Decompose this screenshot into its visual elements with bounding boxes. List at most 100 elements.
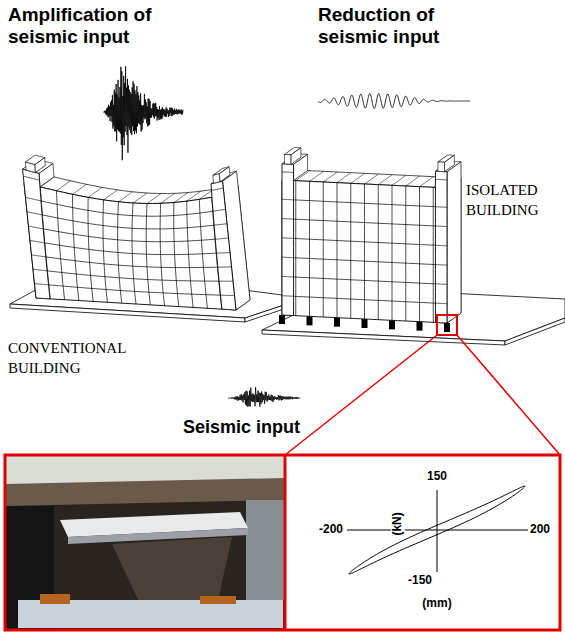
isolated-building	[337, 173, 351, 183]
seismic-wave	[318, 94, 470, 109]
conventional-building	[187, 201, 193, 307]
conventional-building	[25, 162, 35, 172]
conventional-building	[29, 226, 44, 229]
panel-heading: Amplification of seismic input	[8, 4, 160, 48]
isolated-building	[282, 295, 294, 297]
conventional-building	[26, 197, 226, 216]
conventional-building	[218, 266, 232, 267]
hysteresis-loop	[349, 486, 525, 574]
isolated-building	[392, 175, 406, 185]
isolated-building	[282, 276, 294, 278]
isolated-building	[406, 176, 420, 186]
isolated-building	[420, 177, 434, 187]
conventional-building	[174, 203, 179, 307]
conventional-building	[23, 176, 39, 180]
isolated-building	[282, 199, 294, 201]
leader-line	[285, 335, 437, 455]
photo-frame	[246, 500, 285, 600]
seismic-wave	[103, 66, 183, 160]
bearing-base	[40, 594, 70, 604]
photo-ground	[6, 456, 285, 629]
conventional-building	[216, 252, 230, 254]
conventional-building	[72, 184, 86, 194]
conventional-building	[211, 181, 236, 310]
conventional-building	[26, 197, 42, 201]
isolator	[307, 316, 313, 325]
isolated-building	[435, 264, 447, 266]
axis-tick-label: -150	[408, 574, 432, 588]
isolated-building	[365, 174, 379, 184]
conventional-building	[35, 158, 45, 173]
isolated-building	[445, 155, 455, 171]
conventional-building	[147, 194, 161, 204]
conventional-building	[213, 209, 225, 211]
leader-line	[457, 335, 560, 455]
isolated-building	[435, 179, 447, 181]
isolator	[362, 319, 368, 328]
conventional-building	[199, 199, 207, 308]
input-label: Seismic input	[183, 417, 300, 438]
axis-tick-label: 200	[530, 523, 550, 537]
isolated-building	[279, 147, 461, 332]
ground-slab	[262, 330, 505, 345]
isolated-building	[282, 171, 294, 173]
conventional-building	[161, 193, 175, 203]
conventional-building	[213, 174, 220, 183]
isolated-building	[405, 186, 406, 321]
conventional-building	[27, 212, 227, 229]
isolated-building	[435, 171, 447, 323]
callout-frame	[5, 455, 560, 630]
conventional-building	[132, 203, 136, 304]
bearing-photo	[6, 456, 285, 629]
conventional-building	[215, 238, 228, 239]
panel-heading: Reduction of seismic input	[318, 4, 470, 48]
callout-square	[437, 315, 457, 335]
isolated-building	[323, 172, 337, 182]
isolated-building	[323, 182, 324, 317]
building-label: CONVENTIONAL BUILDING	[8, 338, 158, 379]
conventional-building	[219, 167, 230, 182]
conventional-building	[56, 191, 64, 300]
hysteresis-chart	[347, 486, 528, 574]
conventional-building	[214, 224, 227, 225]
isolated-building	[295, 181, 296, 316]
axis-tick-label: -200	[319, 523, 343, 537]
conventional-building	[221, 295, 235, 296]
isolated-building	[282, 237, 294, 239]
isolator	[334, 318, 340, 327]
isolated-building	[282, 164, 294, 316]
conventional-building	[35, 284, 49, 285]
conventional-building	[160, 203, 164, 305]
conventional-building	[219, 281, 233, 282]
isolated-building	[282, 257, 294, 259]
conventional-building	[88, 187, 102, 197]
isolated-building	[419, 187, 420, 322]
bearing-base	[200, 596, 236, 604]
isolated-building	[435, 206, 447, 208]
conventional-building	[88, 197, 93, 301]
isolator	[279, 315, 285, 324]
photo-roof	[6, 478, 285, 506]
isolated-building	[351, 173, 365, 183]
isolator	[389, 320, 395, 329]
isolated-building	[309, 181, 310, 316]
conventional-building	[118, 192, 132, 202]
conventional-building	[211, 188, 223, 190]
isolated-building	[310, 171, 324, 181]
isolated-building	[291, 148, 301, 164]
conventional-building	[133, 193, 147, 203]
hysteresis-loop	[349, 486, 525, 574]
ground-slab	[505, 318, 565, 345]
conventional-building	[23, 169, 50, 299]
conventional-building	[24, 183, 236, 310]
conventional-building	[72, 194, 78, 300]
isolated-building	[350, 183, 351, 318]
conventional-building	[103, 200, 107, 302]
isolated-building	[378, 185, 379, 320]
conventional-building	[118, 202, 122, 303]
isolated-building	[438, 162, 445, 172]
axis-tick-label: 150	[427, 470, 447, 484]
isolated-building	[435, 303, 447, 305]
